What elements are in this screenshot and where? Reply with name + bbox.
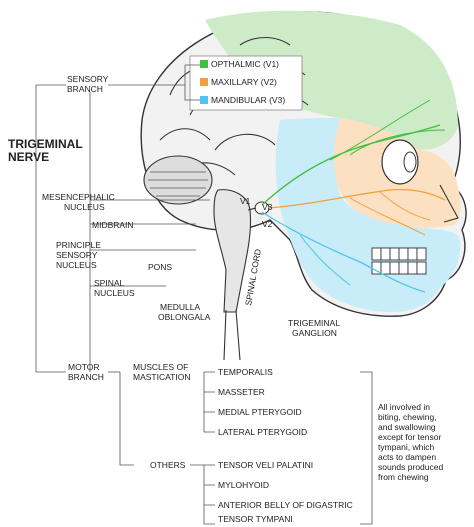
note-line-2: biting, chewing,: [378, 412, 437, 422]
legend-swatch-v2: [200, 78, 208, 86]
legend-swatch-v3: [200, 96, 208, 104]
ganglion-label-1: TRIGEMINAL: [288, 318, 340, 328]
muscle-temporalis: TEMPORALIS: [218, 367, 273, 377]
spinal-nucleus-label-1: SPINAL: [94, 278, 125, 288]
spinal-cord: [223, 309, 241, 361]
note-line-1: All involved in: [378, 402, 430, 412]
nerve-root: [247, 207, 257, 211]
title-line-2: NERVE: [8, 150, 49, 164]
note-line-5: tympani, which: [378, 442, 434, 452]
note-line-4: except for tensor: [378, 432, 441, 442]
note-line-7: sounds produced: [378, 462, 443, 472]
sensory-branch-label-2: BRANCH: [67, 84, 103, 94]
v1-nerve-branch: [329, 99, 446, 161]
medulla-label-2: OBLONGALA: [158, 312, 211, 322]
v1-region: [205, 10, 458, 151]
muscle-tensor-tympani: TENSOR TYMPANI: [218, 514, 293, 524]
muscle-anterior-belly-digastric: ANTERIOR BELLY OF DIGASTRIC: [218, 500, 353, 510]
legend-box: [189, 55, 303, 111]
v3-tag: V3: [262, 202, 273, 212]
principle-label-3: NUCLEUS: [56, 260, 97, 270]
legend-label-v3: MANDIBULAR (V3): [211, 95, 285, 105]
teeth: [371, 247, 427, 275]
mastication-heading-1: MUSCLES OF: [133, 362, 188, 372]
motor-branch-label-1: MOTOR: [68, 362, 99, 372]
v1-tag: V1: [240, 196, 251, 206]
muscle-medial-pterygoid: MEDIAL PTERYGOID: [218, 407, 302, 417]
legend-label-v2: MAXILLARY (V2): [211, 77, 277, 87]
muscle-tensor-veli-palatini: TENSOR VELI PALATINI: [218, 460, 313, 470]
v3-nerve: [261, 211, 426, 293]
tree-lines: [35, 64, 373, 525]
others-heading: OTHERS: [150, 460, 186, 470]
brainstem: [213, 189, 252, 313]
mesencephalic-label-1: MESENCEPHALIC: [42, 192, 115, 202]
sensory-branch-label-1: SENSORY: [67, 74, 109, 84]
muscle-masseter: MASSETER: [218, 387, 265, 397]
principle-label-1: PRINCIPLE: [56, 240, 101, 250]
motor-branch-label-2: BRANCH: [68, 372, 104, 382]
v2-tag: V2: [262, 219, 273, 229]
pons-label: PONS: [148, 262, 172, 272]
v2-nerve: [267, 188, 446, 209]
principle-label-2: SENSORY: [56, 250, 98, 260]
midbrain-label: MIDBRAIN: [92, 220, 134, 230]
note-line-6: acts to dampen: [378, 452, 436, 462]
mastication-heading-2: MASTICATION: [133, 372, 190, 382]
note-line-8: from chewing: [378, 472, 429, 482]
eye: [381, 139, 419, 185]
muscle-mylohyoid: MYLOHYOID: [218, 480, 269, 490]
nose: [439, 184, 459, 223]
spinal-nucleus-label-2: NUCLEUS: [94, 288, 135, 298]
legend-label-v1: OPTHALMIC (V1): [211, 59, 279, 69]
mesencephalic-label-2: NUCLEUS: [64, 202, 105, 212]
v3-nerve-branch: [299, 234, 351, 286]
muscle-lateral-pterygoid: LATERAL PTERYGOID: [218, 427, 307, 437]
v2-nerve-branch: [349, 191, 431, 236]
title-line-1: TRIGEMINAL: [8, 137, 83, 151]
medulla-label-1: MEDULLA: [160, 302, 200, 312]
legend-swatch-v1: [200, 60, 208, 68]
legend: OPTHALMIC (V1) MAXILLARY (V2) MANDIBULAR…: [189, 55, 303, 111]
note-line-3: and swallowing: [378, 422, 436, 432]
ganglion-label-2: GANGLION: [292, 328, 337, 338]
